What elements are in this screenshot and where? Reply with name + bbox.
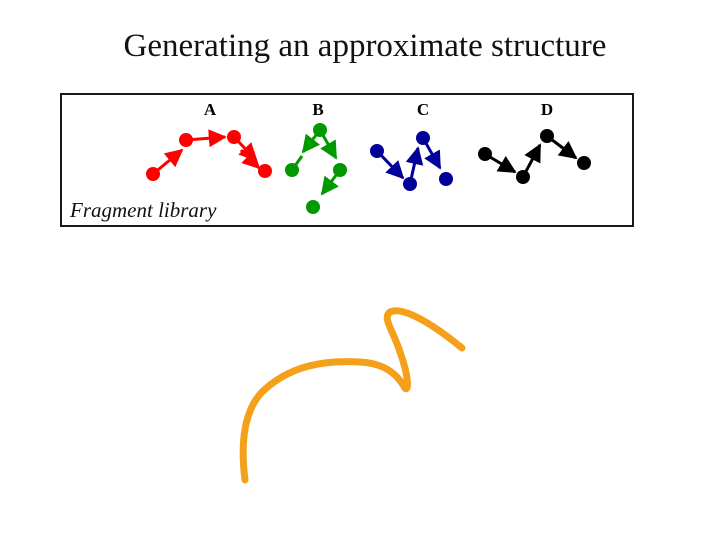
atom-c3 (416, 131, 430, 145)
atom-a1 (146, 167, 160, 181)
atom-d2 (516, 170, 530, 184)
atom-c2 (403, 177, 417, 191)
fragment-b (285, 123, 347, 214)
atom-d1 (478, 147, 492, 161)
atom-c1 (370, 144, 384, 158)
fragment-label-a: A (203, 100, 217, 119)
atom-d4 (577, 156, 591, 170)
atom-b3 (333, 163, 347, 177)
fragment-label-c: C (416, 100, 430, 119)
atom-a3 (227, 130, 241, 144)
fragment-library-caption: Fragment library (70, 198, 217, 222)
fragment-a (146, 129, 272, 181)
fragment-label-d: D (540, 100, 554, 119)
fragment-c (370, 131, 453, 191)
atom-c4 (439, 172, 453, 186)
atom-b4 (306, 200, 320, 214)
atom-a2 (179, 133, 193, 147)
atom-a4 (258, 164, 272, 178)
fragment-label-b: B (312, 100, 324, 119)
fragment-d (478, 129, 591, 184)
atom-d3 (540, 129, 554, 143)
slide-title: Generating an approximate structure (123, 28, 607, 64)
approximate-structure-curve (239, 307, 466, 484)
atom-b2 (285, 163, 299, 177)
atom-b1 (313, 123, 327, 137)
